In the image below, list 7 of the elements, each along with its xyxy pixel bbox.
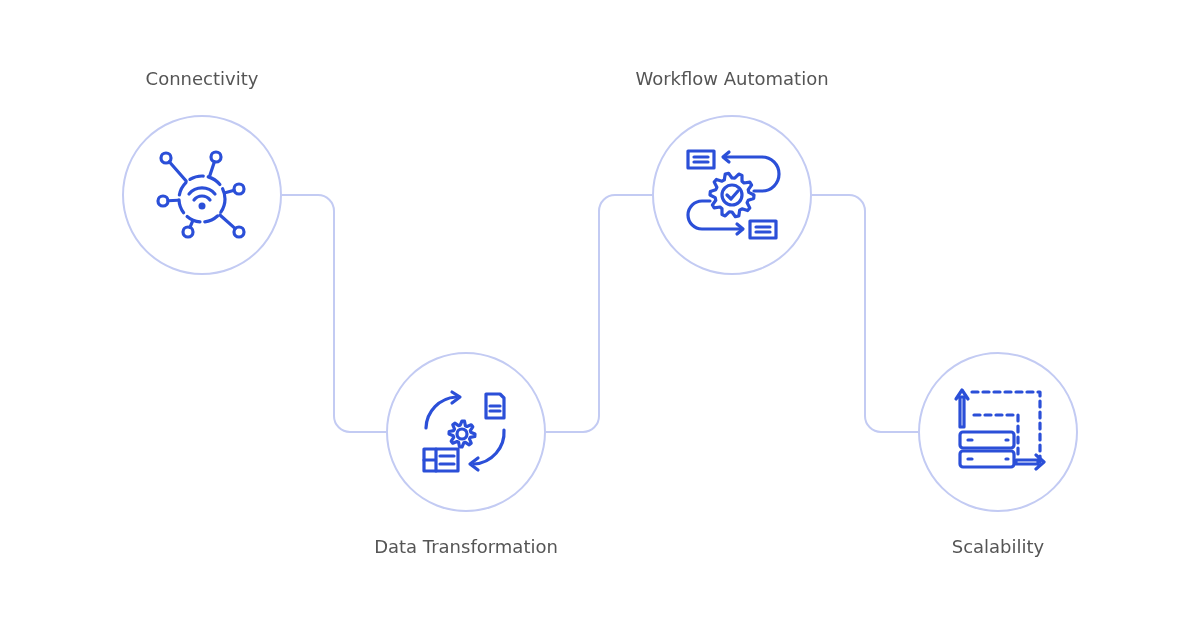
connector-line	[281, 194, 387, 433]
node-label: Workflow Automation	[635, 68, 829, 89]
node-label: Scalability	[951, 536, 1045, 557]
node-label: Data Transformation	[374, 536, 558, 557]
connector-line	[811, 194, 919, 433]
node-label: Connectivity	[145, 68, 259, 89]
connector-line	[545, 194, 653, 433]
